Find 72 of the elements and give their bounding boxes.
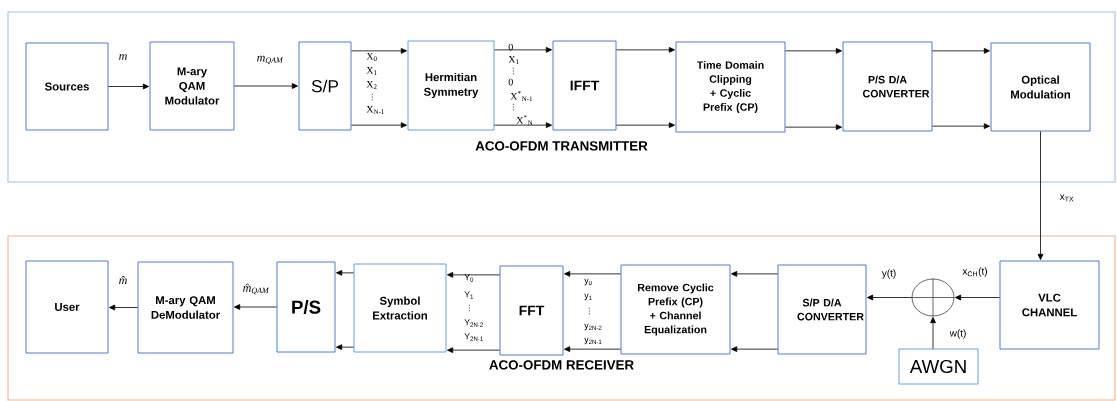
arrow [336,344,354,350]
signal-label: 0 [508,43,513,51]
arrow [447,272,500,278]
signal-label: X$_{0}$ [366,53,377,62]
signal-label: Y$_{2N-1}$ [464,333,483,341]
arrow [234,83,298,89]
signal-label: X$_{2}$ [366,81,377,89]
block-box: S/P D/A CONVERTER [777,264,867,355]
arrow [867,294,912,301]
arrow [494,47,552,53]
arrow [932,123,990,129]
edge-label: w(t) [948,328,968,340]
block-box: Symbol Extraction [353,263,447,353]
block-box: M-ary QAM DeModulator [137,261,234,354]
arrow [447,347,500,353]
signal-label: y$_{2N-1}$ [584,337,602,345]
arrow [494,122,552,128]
edge-label: m̂$_{QAM}$ [241,282,271,296]
block-box: AWGN [898,348,979,385]
block-box: P/S [276,261,336,353]
signal-label: 0 [508,78,513,86]
arrow [731,271,778,277]
arrow [932,48,990,54]
signal-label: y$_{1}$ [584,293,592,301]
signal-label: X$_{1}$ [508,56,519,64]
signal-label: ⋮ [588,307,590,315]
edge-label: x$_{TX}$ [1058,193,1076,203]
arrow [1037,131,1044,260]
signal-label: y$_{0}$ [584,278,592,286]
block-box: Optical Modulation [990,42,1091,132]
arrow [336,270,354,276]
arrow [785,48,842,54]
arrow [351,122,407,128]
adder-symbol [911,278,955,317]
arrow [109,304,138,311]
arrow [930,317,936,349]
edge-label: m$_{QAM}$ [255,54,285,66]
block-box: Sources [25,42,109,131]
signal-label: Y$_{2N-2}$ [464,319,483,327]
arrow [564,346,621,352]
arrow [108,83,149,90]
block-box: Time Domain Clipping + Cyclic Prefix (CP) [675,41,786,133]
block-box: Hermitian Symmetry [407,40,495,131]
signal-label: Y$_{1}$ [464,291,474,299]
arrow [234,304,277,310]
signal-label: X$_{1}$ [366,67,377,75]
arrow [955,294,1000,301]
block-box: S/P [298,41,352,131]
arrow [616,47,675,53]
edge-label: m̂ [117,274,129,286]
block-box: VLC CHANNEL [999,260,1100,350]
signal-label: ⋮ [371,93,373,101]
arrow [616,122,675,128]
arrow [785,124,842,130]
edge-label: y(t) [880,268,898,280]
block-box: User [25,260,109,354]
signal-label: ⋮ [512,103,514,111]
block-box: P/S D/A CONVERTER [842,41,933,132]
signal-label: Y$_{0}$ [464,274,474,282]
block-box: M-ary QAM Modulator [149,41,235,131]
edge-label: x$_{CH}$(t) [961,266,989,278]
signal-label: y$_{2N-2}$ [584,323,602,331]
block-box: FFT [499,265,564,356]
arrow [351,48,407,54]
block-box: IFFT [552,40,617,131]
edge-label: m [117,52,129,62]
signal-label: X$_{N-1}$ [366,106,384,114]
arrow [564,271,621,277]
signal-label: ⋮ [512,67,514,75]
signal-label: ⋮ [468,304,470,312]
block-box: Remove Cyclic Prefix (CP) + Channel Equalization [620,264,731,355]
arrow [731,346,778,352]
